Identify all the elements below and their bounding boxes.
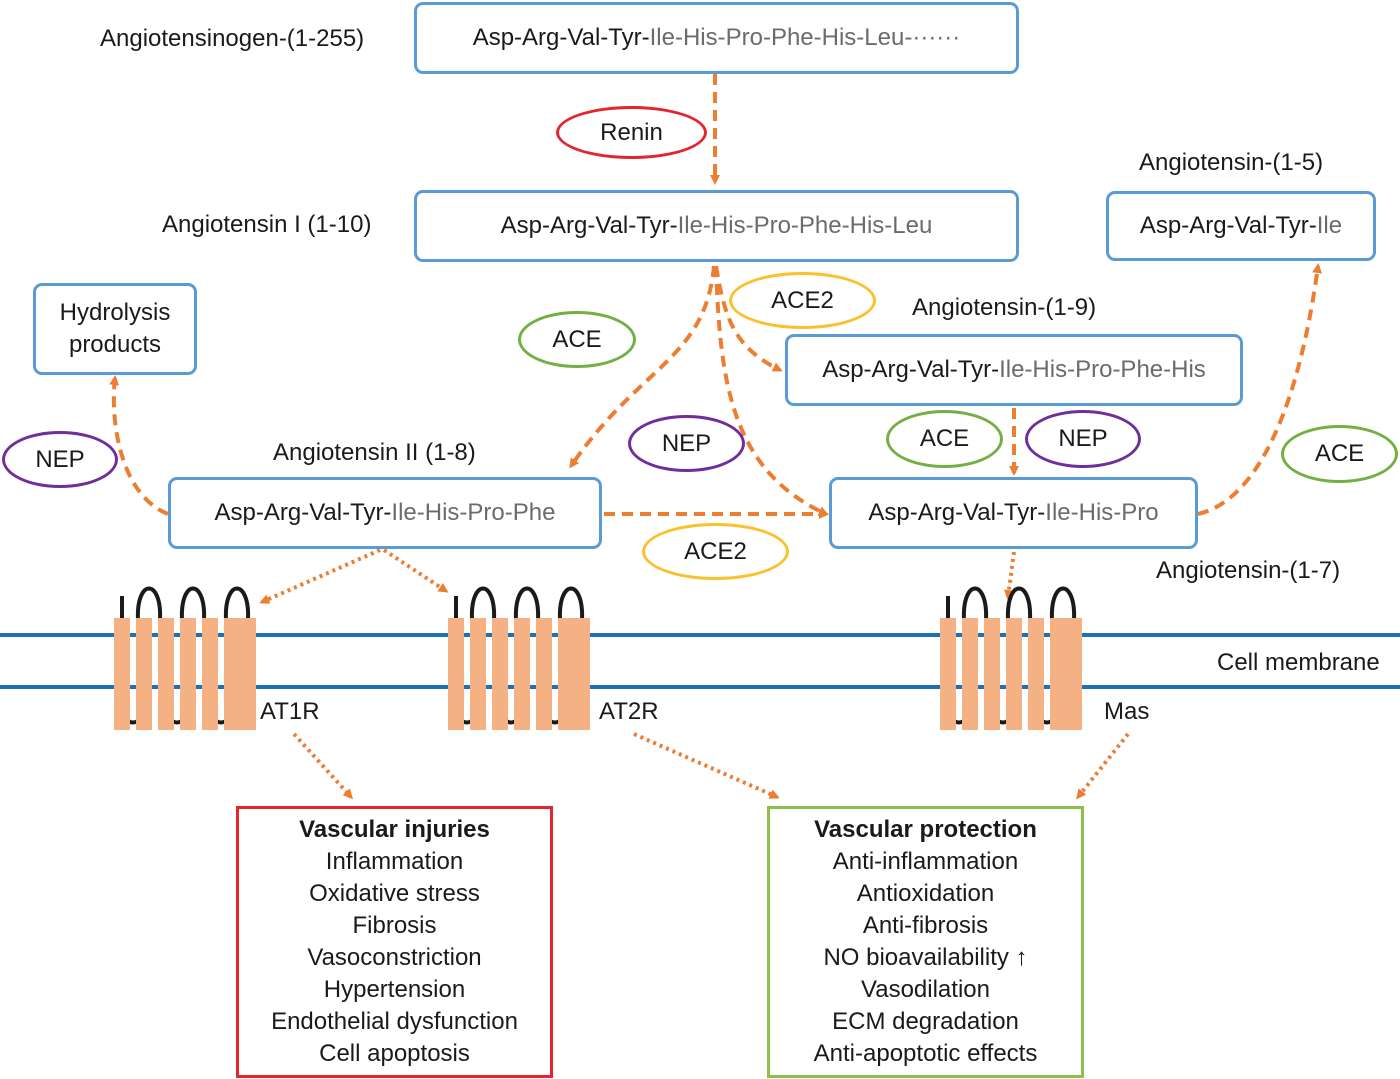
sequence-conserved: Asp-Arg-Val-Tyr- [868, 499, 1046, 526]
injury-item: Endothelial dysfunction [271, 1008, 518, 1035]
sequence-variable: Ile-His-Pro [1045, 499, 1159, 526]
mas-helix [1066, 618, 1082, 730]
nep-enzyme: NEP [1025, 410, 1141, 468]
at2r-helix [514, 618, 530, 730]
arrow-ang17-to-ang15 [1197, 263, 1323, 516]
protection-item: Anti-inflammation [832, 848, 1019, 875]
at2r-helix [558, 618, 574, 730]
arrow-ang1-to-ang19 [714, 265, 783, 372]
arrow-ang1-to-ang2 [569, 265, 716, 469]
protection-item: Vasodilation [861, 976, 990, 1003]
sequence-conserved: Asp-Arg-Val-Tyr- [500, 212, 678, 239]
vascular-protection-box: Vascular protection Anti-inflammation An… [767, 806, 1084, 1078]
protection-item: ECM degradation [832, 1008, 1019, 1035]
at2r-helix [536, 618, 552, 730]
injury-item: Inflammation [325, 848, 464, 875]
arrow-mas-to-protection [1076, 732, 1130, 800]
at1r-helix [136, 618, 152, 730]
arrow-at1r-to-injuries [292, 732, 354, 800]
injury-item: Cell apoptosis [319, 1040, 470, 1067]
arrow-ang2-to-hydrolysis [109, 375, 169, 516]
nep-enzyme: NEP [628, 415, 745, 472]
arrow-ang17-to-mas [1003, 551, 1016, 600]
sequence-conserved: Asp-Arg-Val-Tyr- [1139, 212, 1317, 239]
mas-helix [1028, 618, 1044, 730]
vascular-protection-title: Vascular protection [814, 816, 1037, 843]
at1r-label: AT1R [260, 698, 320, 725]
mas-helix [1050, 618, 1066, 730]
hydrolysis-line1: Hydrolysis [59, 299, 171, 326]
renin-enzyme: Renin [556, 106, 707, 159]
ace-enzyme: ACE [886, 410, 1003, 468]
at2r-label: AT2R [599, 698, 659, 725]
arrow-ang1-to-ang17 [714, 265, 829, 516]
protection-item: NO bioavailability ↑ [823, 944, 1028, 971]
sequence-variable: Ile-His-Pro-Phe-His-Leu-······ [649, 24, 961, 51]
ang1-name: Angiotensin I (1-10) [162, 211, 372, 238]
vascular-injuries-box: Vascular injuries Inflammation Oxidative… [236, 806, 553, 1078]
hydrolysis-products-box: Hydrolysis products [33, 283, 197, 375]
at2r-helix [448, 618, 464, 730]
at1r-helix [158, 618, 174, 730]
ang17-name: Angiotensin-(1-7) [1156, 557, 1341, 584]
sequence-variable: Ile-His-Pro-Phe [391, 499, 556, 526]
mas-helix [962, 618, 978, 730]
injury-item: Vasoconstriction [307, 944, 482, 971]
ang19-box: Asp-Arg-Val-Tyr-Ile-His-Pro-Phe-His [785, 334, 1243, 406]
at1r-helix [180, 618, 196, 730]
protection-item: Antioxidation [856, 880, 995, 907]
vascular-injuries-title: Vascular injuries [299, 816, 490, 843]
at1r-helix [224, 618, 240, 730]
ang19-name: Angiotensin-(1-9) [912, 294, 1097, 321]
sequence-conserved: Asp-Arg-Val-Tyr- [822, 356, 1000, 383]
injury-item: Oxidative stress [309, 880, 480, 907]
ang15-name: Angiotensin-(1-5) [1139, 149, 1324, 176]
ace2-enzyme: ACE2 [642, 523, 789, 580]
ace-enzyme: ACE [518, 311, 636, 368]
nep-enzyme: NEP [2, 431, 118, 488]
mas-helix [1006, 618, 1022, 730]
mas-label: Mas [1104, 698, 1150, 725]
cell-membrane-label: Cell membrane [1217, 649, 1380, 676]
at2r-helix [470, 618, 486, 730]
at2r-helix [574, 618, 590, 730]
sequence-variable: Ile-His-Pro-Phe-His-Leu [677, 212, 933, 239]
sequence-variable: Ile [1316, 212, 1343, 239]
sequence-variable: Ile-His-Pro-Phe-His [999, 356, 1206, 383]
injury-item: Fibrosis [352, 912, 437, 939]
at1r-helix [240, 618, 256, 730]
mas-helix [940, 618, 956, 730]
angiotensinogen-name: Angiotensinogen-(1-255) [100, 25, 365, 52]
arrow-ang2-to-at2r [382, 548, 449, 593]
ang1-box: Asp-Arg-Val-Tyr-Ile-His-Pro-Phe-His-Leu [414, 190, 1019, 262]
ace2-enzyme: ACE2 [729, 272, 876, 329]
hydrolysis-line2: products [68, 331, 162, 358]
arrow-at2r-to-protection [633, 732, 780, 799]
at1r-helix [114, 618, 130, 730]
arrow-ang2-to-at1r [259, 548, 381, 604]
at2r-helix [492, 618, 508, 730]
ang2-name: Angiotensin II (1-8) [273, 439, 476, 466]
ang15-box: Asp-Arg-Val-Tyr-Ile [1106, 191, 1376, 261]
injury-item: Hypertension [323, 976, 466, 1003]
angiotensinogen-box: Asp-Arg-Val-Tyr-Ile-His-Pro-Phe-His-Leu-… [414, 2, 1019, 74]
protection-item: Anti-fibrosis [862, 912, 989, 939]
mas-helix [984, 618, 1000, 730]
ace-enzyme: ACE [1281, 425, 1398, 483]
protection-item: Anti-apoptotic effects [813, 1040, 1038, 1067]
ang2-box: Asp-Arg-Val-Tyr-Ile-His-Pro-Phe [168, 477, 602, 549]
sequence-conserved: Asp-Arg-Val-Tyr- [472, 24, 650, 51]
sequence-conserved: Asp-Arg-Val-Tyr- [214, 499, 392, 526]
ang17-box: Asp-Arg-Val-Tyr-Ile-His-Pro [829, 477, 1198, 549]
at1r-helix [202, 618, 218, 730]
